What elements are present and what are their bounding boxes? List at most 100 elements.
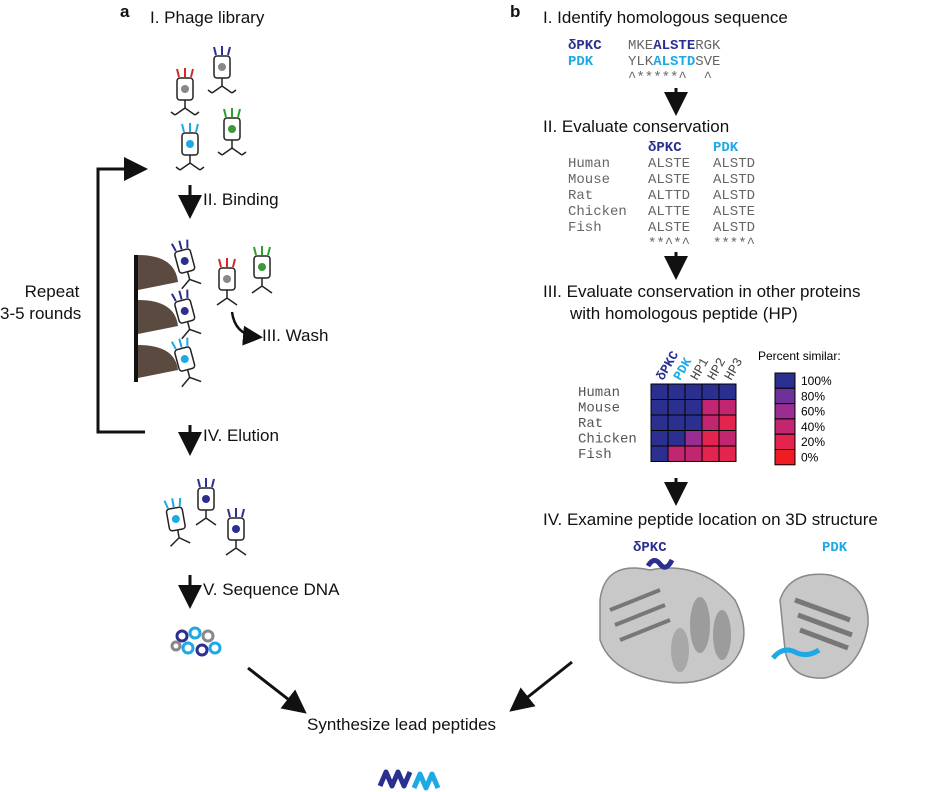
dna-plasmids-icon — [170, 626, 222, 657]
heatmap-row-label: Fish — [578, 447, 612, 463]
alignment-post-pdk: SVE — [695, 54, 721, 70]
panel-b-label: b — [510, 2, 521, 21]
heatmap-cell — [684, 414, 703, 431]
repeat-label: Repeat — [24, 282, 80, 301]
heatmap-cell — [701, 414, 720, 431]
peptide-dark-icon — [377, 769, 413, 789]
alignment-name-pkc: δPKC — [568, 38, 602, 54]
conservation-row: Chicken ALTTE ALSTE — [568, 204, 755, 220]
legend-swatch — [774, 433, 796, 451]
conservation-row: Human ALSTE ALSTD — [568, 156, 755, 172]
eluted-phages-icon — [163, 478, 247, 556]
heatmap-cell — [650, 383, 669, 400]
legend-label: 100% — [801, 374, 832, 388]
heatmap-cell — [701, 430, 720, 447]
alignment-pre-pdk: YLK — [628, 54, 654, 70]
alignment-core-pkc: ALSTE — [653, 38, 696, 54]
heatmap-row-label: Chicken — [578, 432, 637, 448]
structure-label-pdk: PDK — [822, 540, 848, 556]
step-identify-sequence: I. Identify homologous sequence — [543, 8, 788, 27]
conservation-species: Rat — [568, 188, 594, 204]
conservation-pdk-seq: ALSTD — [713, 188, 756, 204]
heatmap-cell — [667, 414, 686, 431]
arrow-left-to-synthesize — [247, 666, 307, 714]
legend-swatch — [774, 372, 796, 389]
heatmap-cell — [718, 383, 737, 400]
step-binding: II. Binding — [203, 190, 279, 209]
heatmap-cell — [718, 414, 737, 431]
conservation-pdk-seq: ALSTD — [713, 172, 756, 188]
conservation-marks: **^*^****^ — [568, 236, 755, 252]
conservation-pdk-seq: ALSTE — [713, 204, 756, 220]
conservation-pkc-seq: ALSTE — [648, 156, 691, 172]
heatmap-cell — [684, 445, 703, 462]
similarity-legend: Percent similar:100%80%60%40%20%0% — [758, 349, 841, 466]
pdk-structure-image — [771, 573, 869, 679]
heatmap-cell — [684, 383, 703, 400]
conservation-marks-pdk: ****^ — [713, 236, 756, 252]
legend-label: 40% — [801, 420, 825, 434]
legend-title: Percent similar: — [758, 349, 841, 363]
conservation-species: Human — [568, 156, 611, 172]
step-sequence-dna: V. Sequence DNA — [203, 580, 340, 599]
heatmap-cell — [650, 414, 669, 431]
legend-label: 60% — [801, 405, 825, 419]
conservation-pkc-seq: ALTTE — [648, 204, 691, 220]
step-evaluate-other-proteins-line2: with homologous peptide (HP) — [570, 304, 798, 323]
structure-label-pkc: δPKC — [633, 540, 667, 556]
conservation-species: Fish — [568, 220, 602, 236]
conservation-pdk-seq: ALSTD — [713, 156, 756, 172]
peptide-light-icon — [411, 771, 441, 791]
heatmap-cell — [684, 430, 703, 447]
heatmap-cell — [701, 445, 720, 462]
heatmap-cell — [650, 445, 669, 462]
legend-swatch — [774, 387, 796, 405]
conservation-species: Mouse — [568, 172, 611, 188]
conservation-pdk-seq: ALSTD — [713, 220, 756, 236]
alignment-marks: ^*****^ ^ — [628, 70, 713, 86]
heatmap-cell — [667, 445, 686, 462]
phage-library-icon — [170, 46, 247, 171]
repeat-loop-arrow — [96, 157, 148, 434]
heatmap-cell — [718, 430, 737, 447]
alignment-pre-pkc: MKE — [628, 38, 654, 54]
conservation-species: Chicken — [568, 204, 627, 220]
conservation-col-pkc: δPKC — [648, 140, 682, 156]
legend-swatch — [774, 403, 796, 420]
heatmap-row-label: Mouse — [578, 401, 620, 417]
phage-red — [170, 68, 200, 116]
alignment-core-pdk: ALSTD — [653, 54, 696, 70]
heatmap-row-label: Rat — [578, 416, 603, 432]
heatmap-cell — [650, 430, 669, 447]
heatmap-cell — [667, 430, 686, 447]
conservation-pkc-seq: ALSTE — [648, 172, 691, 188]
repeat-rounds-label: 3-5 rounds — [0, 304, 82, 323]
heatmap-cell — [650, 399, 669, 416]
step-evaluate-conservation: II. Evaluate conservation — [543, 117, 730, 136]
legend-swatch — [774, 449, 796, 466]
arrow-right-to-synthesize — [509, 660, 573, 712]
panel-a-label: a — [120, 2, 130, 21]
binding-surface — [134, 239, 273, 388]
heatmap-cell — [684, 399, 703, 416]
conservation-row: Mouse ALSTE ALSTD — [568, 172, 755, 188]
phage-cyan — [175, 123, 205, 171]
heatmap-cell — [718, 445, 737, 462]
legend-label: 80% — [801, 389, 825, 403]
synthesize-lead-peptides: Synthesize lead peptides — [307, 715, 497, 734]
pkc-structure-image — [599, 558, 745, 684]
heatmap-col-label: HP3 — [721, 355, 746, 383]
heatmap-cell — [701, 399, 720, 416]
phage-navy — [207, 46, 237, 94]
step-evaluate-other-proteins: III. Evaluate conservation in other prot… — [543, 282, 861, 301]
step-wash: III. Wash — [262, 326, 329, 345]
legend-label: 20% — [801, 435, 825, 449]
heatmap-cell — [701, 383, 720, 400]
